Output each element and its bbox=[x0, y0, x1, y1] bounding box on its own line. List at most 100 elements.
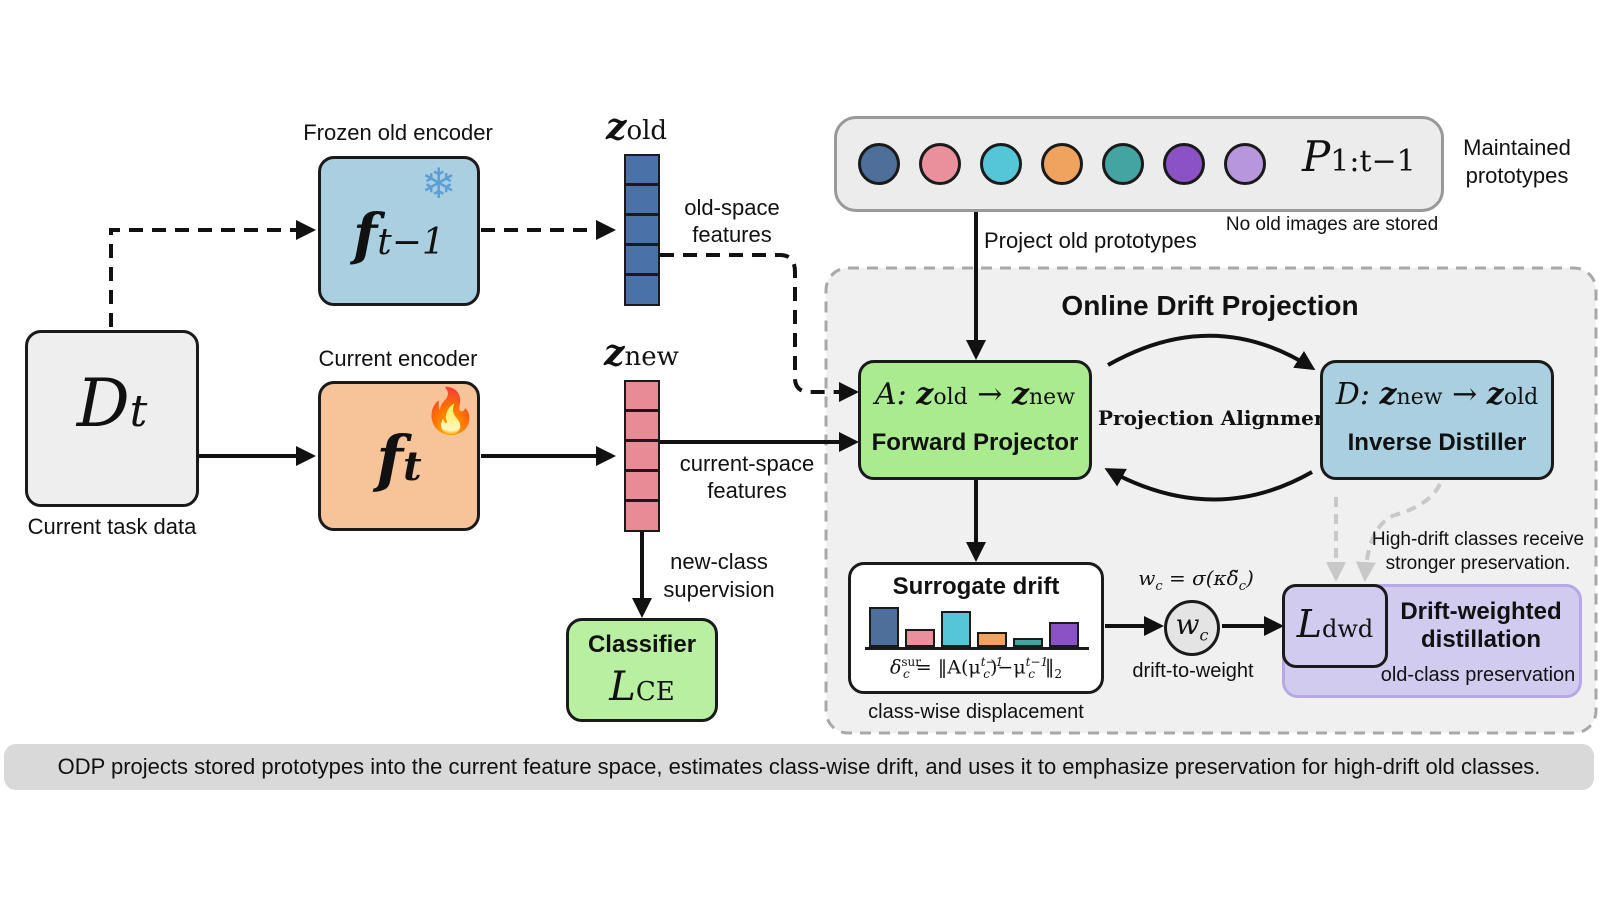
prototype-symbol-sub: 1:t−1 bbox=[1330, 144, 1416, 179]
forward-projector-box: A: zold → znew Forward Projector bbox=[858, 360, 1092, 480]
surrogate-bars bbox=[865, 605, 1089, 650]
znew-cell bbox=[624, 470, 660, 501]
surrogate-formula-mu-sup: t−1 bbox=[980, 655, 1004, 669]
inverse-distiller-box: D: znew → zold Inverse Distiller bbox=[1320, 360, 1554, 480]
zold-cell bbox=[624, 184, 660, 215]
weight-equation-main: w bbox=[1138, 566, 1156, 590]
classifier-title: Classifier bbox=[587, 631, 697, 658]
project-prototypes-label: Project old prototypes bbox=[984, 228, 1197, 253]
inverse-formula-to-sub: old bbox=[1503, 385, 1539, 410]
supervision-line1: new-class bbox=[670, 549, 768, 574]
dwd-title: Drift-weighted distillation bbox=[1396, 598, 1566, 654]
znew-cell bbox=[624, 440, 660, 471]
surrogate-bar bbox=[869, 607, 899, 647]
inverse-formula-prefix: D: bbox=[1335, 377, 1370, 412]
dwd-note: High-drift classes receive stronger pres… bbox=[1358, 528, 1598, 576]
inverse-formula-arrow: → bbox=[1452, 377, 1478, 412]
inverse-formula-from-sub: new bbox=[1396, 385, 1443, 410]
surrogate-drift-box: Surrogate drift δsurc = ‖A(μt−1c)−μt−1c‖… bbox=[848, 562, 1104, 694]
zold-annotation-line1: old-space bbox=[684, 195, 780, 220]
weight-equation-rest: = σ(κδ̃ bbox=[1162, 566, 1239, 590]
surrogate-formula: δsurc = ‖A(μt−1c)−μt−1c‖2 bbox=[851, 655, 1101, 681]
znew-annotation: current-space features bbox=[672, 450, 822, 504]
footer-caption-bar: ODP projects stored prototypes into the … bbox=[4, 744, 1594, 790]
zold-annotation-line2: features bbox=[692, 222, 772, 247]
inverse-formula-from: z bbox=[1379, 377, 1397, 412]
forward-projector-formula: A: zold → znew bbox=[861, 377, 1089, 412]
input-symbol: Dt bbox=[28, 371, 196, 437]
forward-formula-from: z bbox=[916, 377, 934, 412]
old-encoder-title: Frozen old encoder bbox=[303, 120, 493, 145]
arrow-zold-to-projector bbox=[660, 253, 859, 402]
surrogate-bar bbox=[1013, 638, 1043, 647]
inverse-distiller-formula: D: znew → zold bbox=[1323, 377, 1551, 412]
zold-label: zold bbox=[606, 106, 667, 148]
prototype-dot bbox=[1224, 143, 1266, 185]
current-encoder-title: Current encoder bbox=[318, 346, 478, 371]
forward-formula-arrow: → bbox=[977, 377, 1003, 412]
weight-node: wc bbox=[1164, 600, 1220, 656]
surrogate-caption: class-wise displacement bbox=[868, 701, 1084, 723]
zold-cell bbox=[624, 274, 660, 306]
forward-projector-title: Forward Projector bbox=[871, 429, 1079, 456]
znew-label-sub: new bbox=[624, 342, 679, 372]
current-encoder-box: 🔥 ft bbox=[318, 381, 480, 531]
surrogate-bar bbox=[1049, 622, 1079, 647]
arrow-alignment-top bbox=[1107, 333, 1316, 371]
prototype-side-label: Maintained prototypes bbox=[1452, 134, 1582, 190]
zold-label-sub: old bbox=[626, 116, 668, 146]
inverse-distiller-title: Inverse Distiller bbox=[1347, 429, 1527, 456]
prototype-note: No old images are stored bbox=[1225, 214, 1439, 235]
old-encoder-symbol-main: f bbox=[353, 202, 378, 268]
odp-title: Online Drift Projection bbox=[1061, 290, 1359, 321]
prototype-dot bbox=[858, 143, 900, 185]
surrogate-formula-sup: sur bbox=[901, 655, 922, 669]
arrow-alignment-bottom bbox=[1104, 468, 1313, 502]
znew-annotation-line1: current-space bbox=[679, 451, 815, 476]
old-encoder-symbol: ft−1 bbox=[321, 207, 477, 263]
dwd-note-line2: stronger preservation. bbox=[1385, 553, 1571, 574]
dwd-loss-sub: dwd bbox=[1321, 615, 1374, 643]
weight-equation-sub: c bbox=[1155, 579, 1163, 594]
input-data-box: Dt bbox=[25, 330, 199, 507]
znew-cell bbox=[624, 380, 660, 411]
dwd-subtitle: old-class preservation bbox=[1380, 664, 1576, 686]
weight-node-main: w bbox=[1175, 608, 1200, 641]
dwd-loss-box: Ldwd bbox=[1282, 584, 1388, 668]
weight-node-sub: c bbox=[1199, 625, 1209, 645]
dwd-loss-main: L bbox=[1296, 602, 1322, 646]
forward-formula-to-sub: new bbox=[1029, 385, 1076, 410]
dwd-note-line1: High-drift classes receive bbox=[1371, 529, 1585, 550]
current-encoder-symbol-main: f bbox=[376, 422, 404, 495]
projection-alignment-label: Projection Alignment bbox=[1098, 406, 1338, 430]
prototype-side-label-line1: Maintained bbox=[1463, 135, 1571, 160]
zold-annotation: old-space features bbox=[672, 194, 792, 248]
classifier-loss: LCE bbox=[569, 667, 715, 707]
weight-equation: wc = σ(κδ̃c) bbox=[1126, 566, 1266, 594]
surrogate-formula-mu2-sub: c bbox=[1028, 667, 1035, 682]
old-encoder-box: ❄ ft−1 bbox=[318, 156, 480, 306]
weight-caption: drift-to-weight bbox=[1132, 660, 1254, 682]
input-symbol-sub: t bbox=[129, 386, 148, 437]
footer-caption-text: ODP projects stored prototypes into the … bbox=[57, 754, 1541, 779]
classifier-loss-sub: CE bbox=[635, 677, 675, 707]
surrogate-bar bbox=[905, 629, 935, 647]
surrogate-formula-mu-sub: c bbox=[983, 667, 990, 682]
surrogate-formula-mu2-sup: t−1 bbox=[1025, 655, 1049, 669]
weight-equation-close: ) bbox=[1245, 566, 1254, 590]
surrogate-drift-title: Surrogate drift bbox=[892, 573, 1060, 600]
snowflake-icon: ❄ bbox=[421, 160, 457, 207]
prototype-dot bbox=[919, 143, 961, 185]
forward-formula-from-sub: old bbox=[933, 385, 968, 410]
surrogate-formula-rest: = ‖A(μ bbox=[909, 656, 981, 679]
prototype-dot bbox=[1102, 143, 1144, 185]
supervision-annotation: new-class supervision bbox=[654, 548, 784, 604]
znew-cell bbox=[624, 500, 660, 532]
weight-node-symbol: wc bbox=[1167, 611, 1217, 644]
zold-cell bbox=[624, 154, 660, 185]
zold-vector bbox=[624, 154, 660, 306]
zold-cell bbox=[624, 244, 660, 275]
znew-annotation-line2: features bbox=[707, 478, 787, 503]
old-encoder-symbol-sub: t−1 bbox=[377, 222, 445, 263]
surrogate-formula-end: ‖ bbox=[1044, 656, 1055, 679]
